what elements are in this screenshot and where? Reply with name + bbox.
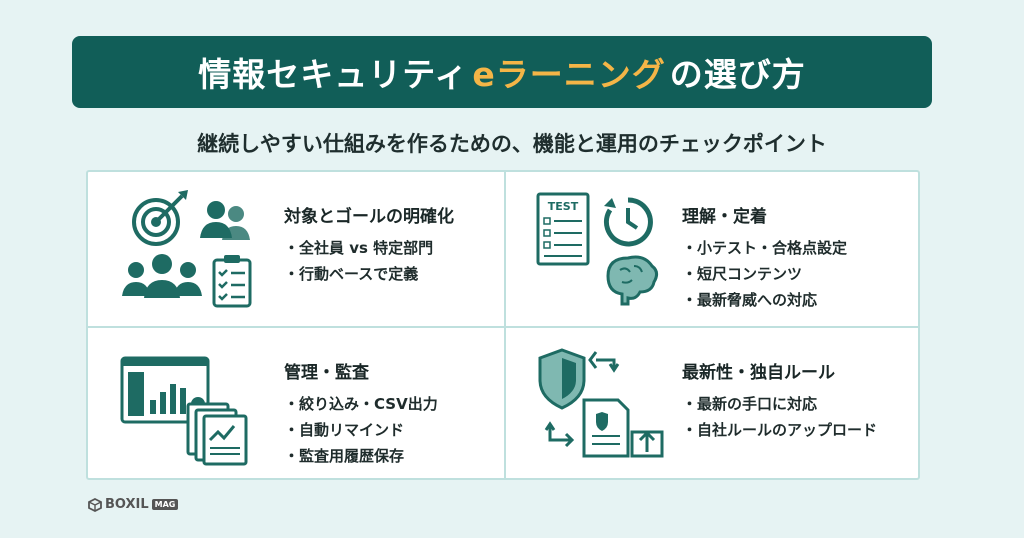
cell-heading: 管理・監査 — [284, 363, 369, 383]
list-item: 全社員 vs 特定部門 — [284, 235, 454, 261]
logo-badge: MAG — [151, 499, 179, 510]
boxil-logo-icon — [88, 497, 102, 512]
list-item: 最新の手口に対応 — [682, 391, 877, 417]
test-clock-brain-icon: TEST — [536, 192, 659, 306]
brand-logo: BOXIL MAG — [88, 497, 179, 512]
list-item: 自社ルールのアップロード — [682, 417, 877, 443]
checkpoint-latest-rules: 最新性・独自ルール 最新の手口に対応 自社ルールのアップロード — [506, 328, 920, 481]
target-people-icon — [122, 190, 252, 308]
checkpoint-grid: 対象とゴールの明確化 全社員 vs 特定部門 行動ベースで定義 TEST 理解・… — [86, 170, 920, 480]
list-item: 絞り込み・CSV出力 — [284, 391, 438, 417]
page-title: 情報セキュリティ eラーニング の選び方 — [72, 36, 932, 108]
grid-divider-horizontal — [88, 326, 918, 328]
list-item: 小テスト・合格点設定 — [682, 235, 847, 261]
checkpoint-target-goal: 対象とゴールの明確化 全社員 vs 特定部門 行動ベースで定義 — [88, 172, 502, 325]
shield-upload-icon — [538, 348, 664, 458]
list-item: 最新脅威への対応 — [682, 287, 847, 313]
title-text: 情報セキュリティ — [198, 55, 469, 94]
title-accent: eラーニング — [472, 55, 666, 94]
cell-heading: 対象とゴールの明確化 — [284, 207, 454, 227]
test-label: TEST — [548, 200, 579, 213]
cell-heading: 最新性・独自ルール — [682, 363, 835, 383]
list-item: 短尺コンテンツ — [682, 261, 847, 287]
list-item: 監査用履歴保存 — [284, 443, 438, 469]
checkpoint-management-audit: 管理・監査 絞り込み・CSV出力 自動リマインド 監査用履歴保存 — [88, 328, 502, 481]
dashboard-report-icon — [120, 356, 248, 466]
subtitle: 継続しやすい仕組みを作るための、機能と運用のチェックポイント — [197, 132, 827, 156]
checkpoint-understanding: TEST 理解・定着 小テスト・合格点設定 短尺コンテンツ 最新脅威への対応 — [506, 172, 920, 325]
cell-heading: 理解・定着 — [682, 207, 767, 227]
list-item: 行動ベースで定義 — [284, 261, 454, 287]
list-item: 自動リマインド — [284, 417, 438, 443]
logo-name: BOXIL — [105, 497, 149, 512]
grid-divider-vertical — [504, 172, 506, 478]
title-text-end: の選び方 — [669, 55, 806, 94]
